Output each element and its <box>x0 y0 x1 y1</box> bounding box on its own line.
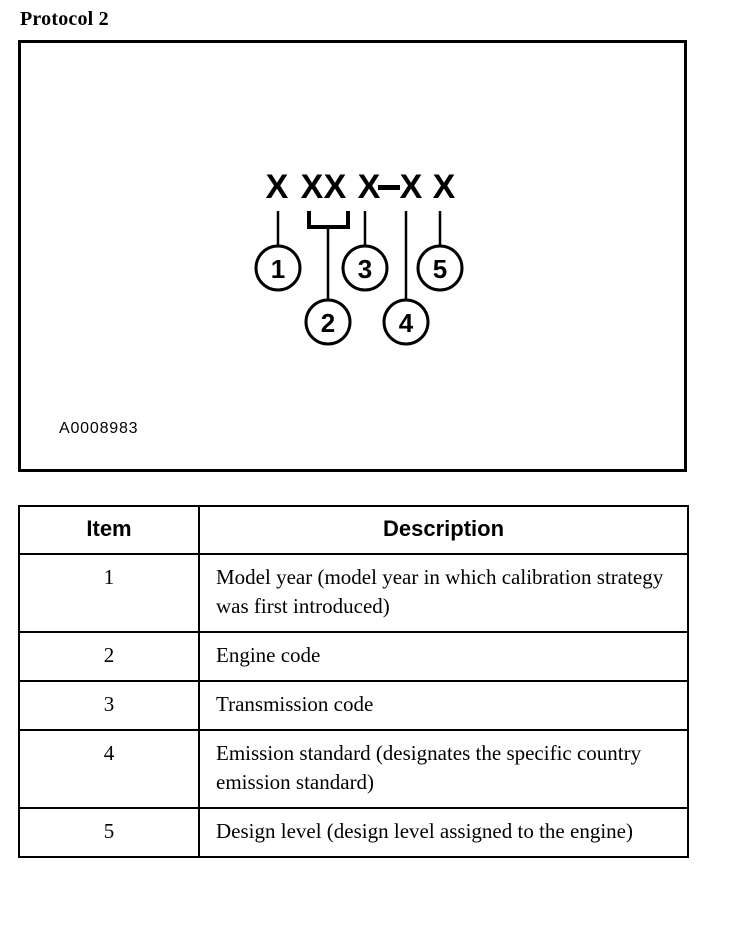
item-description: Emission standard (designates the specif… <box>198 729 689 809</box>
table-row: 3 Transmission code <box>18 680 689 731</box>
callout-circle-1 <box>254 244 302 292</box>
callout-circle-3 <box>341 244 389 292</box>
table-header-row: Item Description <box>18 505 689 555</box>
table-row: 5 Design level (design level assigned to… <box>18 807 689 858</box>
page-title: Protocol 2 <box>20 8 109 30</box>
code-char-3: X <box>324 168 347 206</box>
item-description: Design level (design level assigned to t… <box>198 807 689 858</box>
callout-label-2: 2 <box>321 308 335 338</box>
item-number: 2 <box>18 631 200 682</box>
callout-circle-4 <box>382 298 430 346</box>
item-description: Model year (model year in which calibrat… <box>198 553 689 633</box>
code-char-6: X <box>433 168 456 206</box>
item-description-table: Item Description 1 Model year (model yea… <box>18 505 689 858</box>
callout-diagram: X X X X X X <box>21 43 690 475</box>
callout-label-4: 4 <box>399 308 414 338</box>
code-char-5: X <box>400 168 423 206</box>
bracket-chars-2-3 <box>307 211 350 229</box>
item-description: Engine code <box>198 631 689 682</box>
callout-label-5: 5 <box>433 254 447 284</box>
item-number: 3 <box>18 680 200 731</box>
code-separator-dash <box>378 185 400 190</box>
item-number: 4 <box>18 729 200 809</box>
item-description: Transmission code <box>198 680 689 731</box>
callout-circle-5 <box>416 244 464 292</box>
table-row: 1 Model year (model year in which calibr… <box>18 553 689 633</box>
column-header-description: Description <box>198 505 689 555</box>
column-header-item: Item <box>18 505 200 555</box>
callout-circle-2 <box>304 298 352 346</box>
callout-label-3: 3 <box>358 254 372 284</box>
code-char-1: X <box>266 168 289 206</box>
figure-frame: X X X X X X <box>18 40 687 472</box>
table-row: 4 Emission standard (designates the spec… <box>18 729 689 809</box>
item-number: 1 <box>18 553 200 633</box>
code-char-4: X <box>358 168 381 206</box>
table-row: 2 Engine code <box>18 631 689 682</box>
item-number: 5 <box>18 807 200 858</box>
figure-id-caption: A0008983 <box>59 420 139 437</box>
code-char-2: X <box>301 168 324 206</box>
callout-label-1: 1 <box>271 254 285 284</box>
